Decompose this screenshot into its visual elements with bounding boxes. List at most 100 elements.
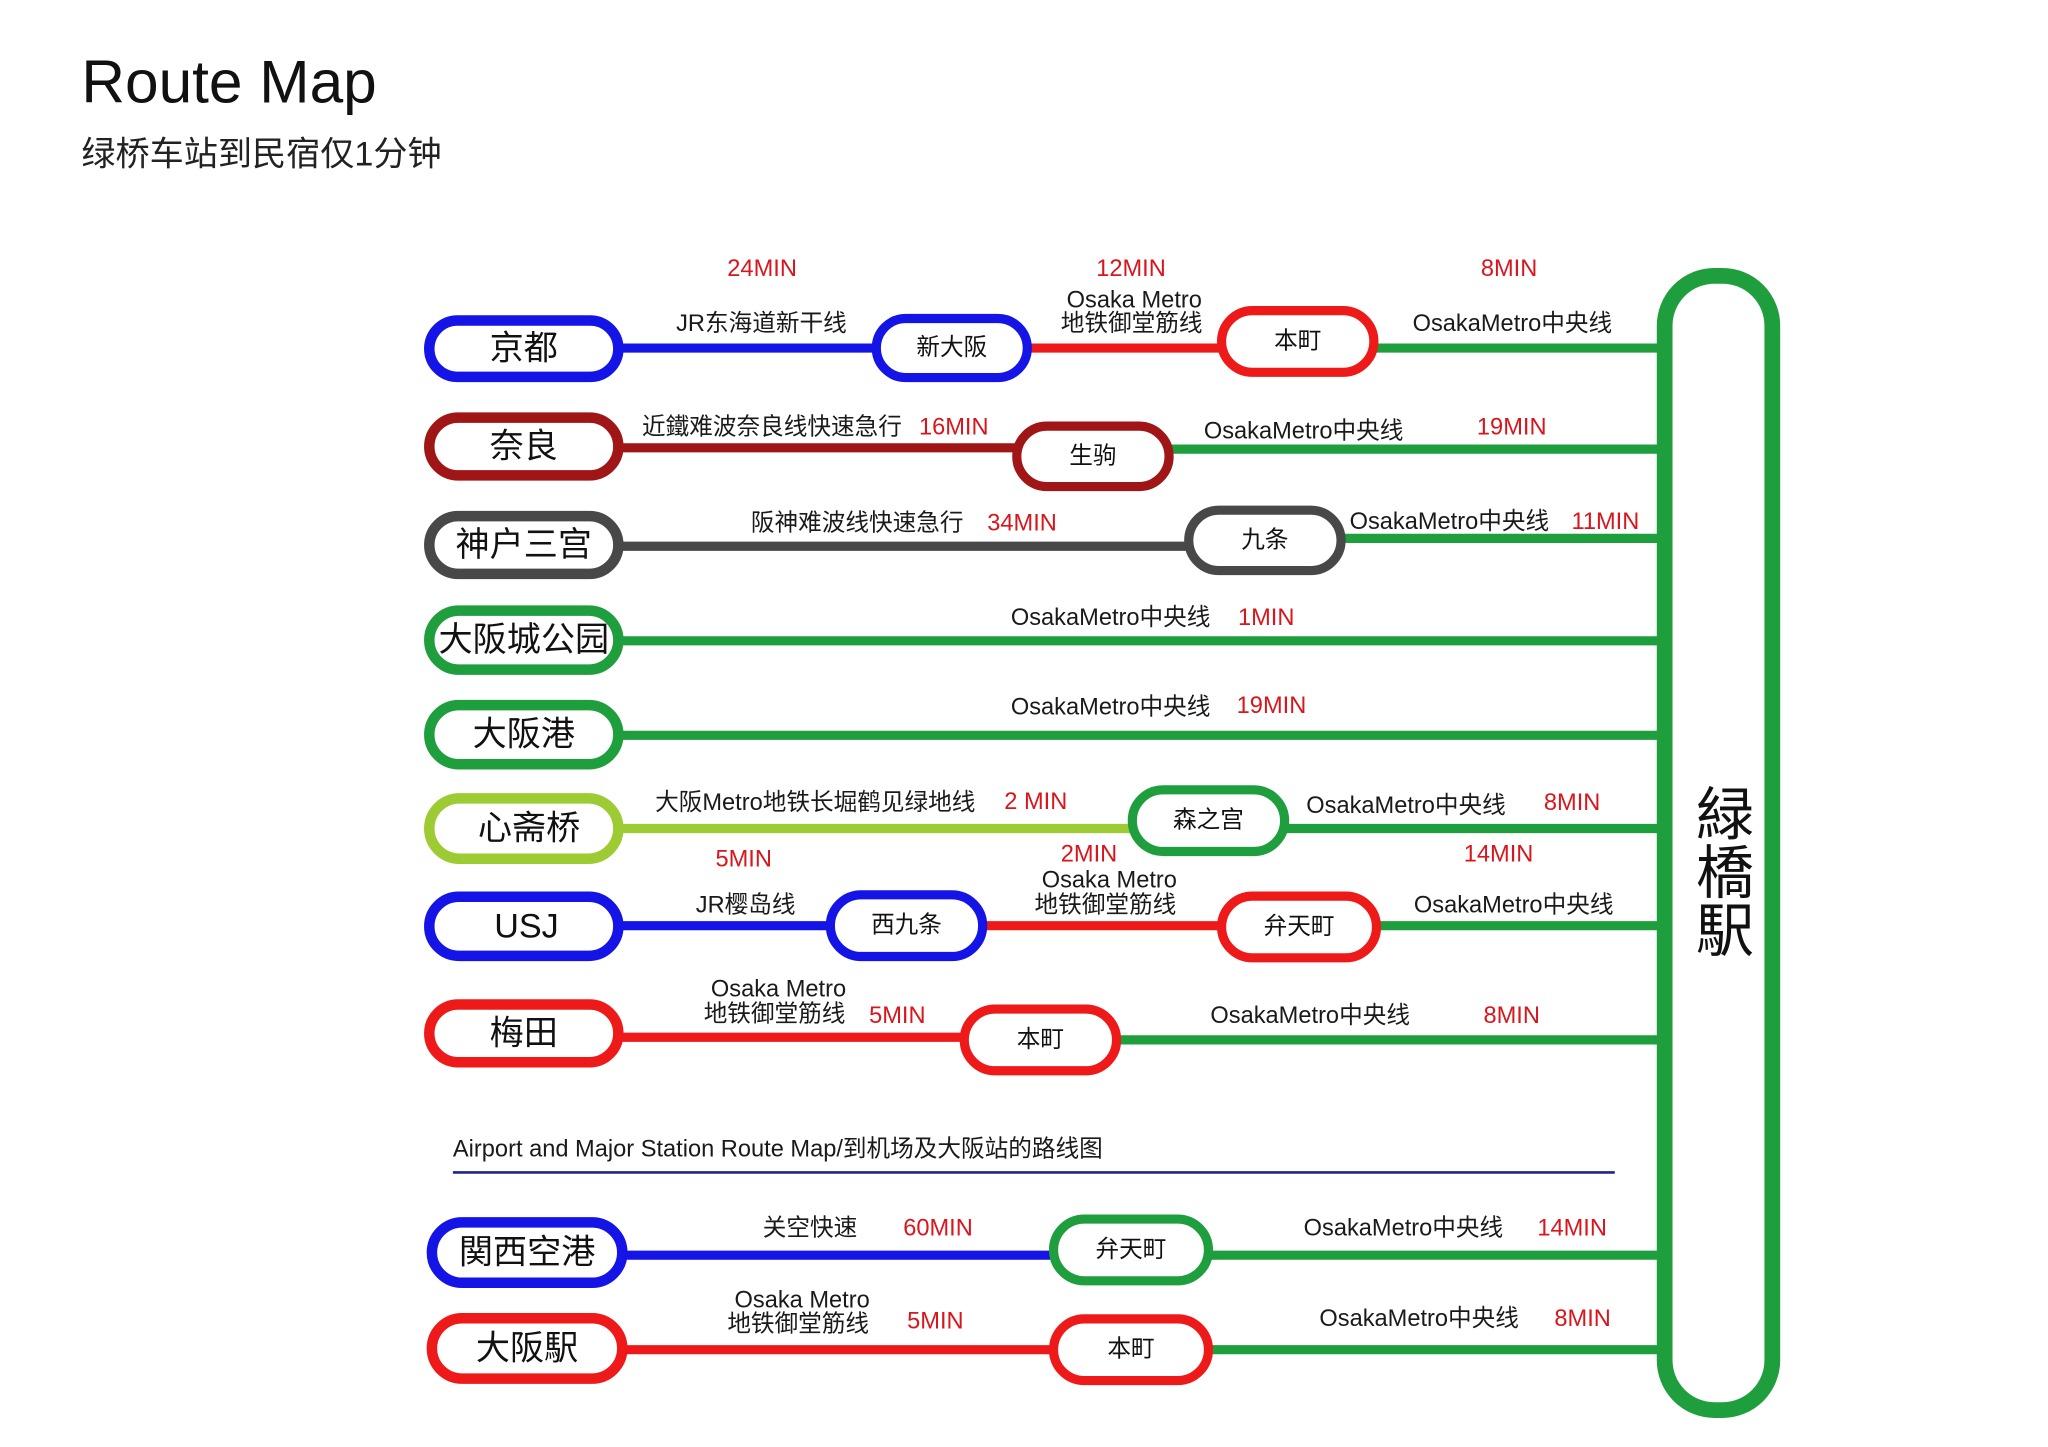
travel-time-label: 1MIN bbox=[1238, 605, 1294, 631]
origin-station-pill bbox=[426, 1217, 628, 1289]
travel-time-label: 34MIN bbox=[987, 511, 1057, 537]
route-kyoto: 京都 新大阪 本町 24MIN JR东海道新干线 12MIN Osaka Met… bbox=[424, 256, 1665, 383]
travel-time-label: 8MIN bbox=[1554, 1306, 1610, 1332]
origin-station-name: 大阪城公园 bbox=[438, 621, 609, 659]
route-kobe-sannomiya: 神户三宫 九条 阪神难波线快速急行 34MIN OsakaMetro中央线 11… bbox=[424, 505, 1665, 580]
line-name-label: 地铁御堂筋线 bbox=[704, 1001, 846, 1028]
line-name-label: OsakaMetro中央线 bbox=[1011, 693, 1211, 720]
transfer-station-name: 本町 bbox=[1017, 1026, 1064, 1053]
travel-time-label: 2MIN bbox=[1061, 841, 1117, 867]
travel-time-label: 5MIN bbox=[715, 847, 771, 873]
travel-time-label: 11MIN bbox=[1571, 509, 1639, 535]
origin-station-pill bbox=[424, 793, 624, 864]
line-name-label: 地铁御堂筋线 bbox=[1035, 892, 1177, 919]
transfer-station-name: 森之宫 bbox=[1173, 807, 1244, 834]
line-name-label: Osaka Metro bbox=[711, 977, 846, 1003]
line-name-label: 关空快速 bbox=[763, 1215, 858, 1242]
origin-station-name: USJ bbox=[494, 907, 558, 945]
origin-station-name: 梅田 bbox=[490, 1014, 558, 1052]
route-nara: 奈良 生驹 近鐵难波奈良线快速急行 16MIN OsakaMetro中央线 19… bbox=[424, 412, 1665, 492]
origin-station-name: 大阪港 bbox=[473, 716, 575, 754]
line-name-label: OsakaMetro中央线 bbox=[1413, 310, 1613, 337]
line-name-label: Osaka Metro bbox=[1067, 287, 1202, 313]
transfer-station-name: 西九条 bbox=[871, 912, 942, 939]
travel-time-label: 60MIN bbox=[903, 1216, 973, 1242]
route-shinsaibashi: 心斋桥 森之宫 大阪Metro地铁长堀鹤见绿地线 2 MIN OsakaMetr… bbox=[424, 785, 1665, 864]
line-name-label: OsakaMetro中央线 bbox=[1414, 892, 1614, 919]
transfer-station-pill bbox=[1127, 785, 1290, 857]
line-name-label: OsakaMetro中央线 bbox=[1306, 792, 1506, 819]
travel-time-label: 19MIN bbox=[1237, 693, 1307, 719]
airport-section-title: Airport and Major Station Route Map/到机场及… bbox=[453, 1136, 1103, 1163]
transfer-station-pill bbox=[825, 890, 988, 962]
line-name-label: Osaka Metro bbox=[735, 1288, 870, 1314]
origin-station-name: 京都 bbox=[490, 330, 558, 368]
origin-station-pill bbox=[424, 412, 624, 481]
transfer-station-pill bbox=[1216, 891, 1382, 963]
destination-station-name: 緑橋駅 bbox=[1687, 784, 1752, 958]
line-name-label: 阪神难波线快速急行 bbox=[751, 510, 964, 537]
line-name-label: 地铁御堂筋线 bbox=[1061, 310, 1203, 337]
page-title: Route Map bbox=[81, 48, 376, 116]
travel-time-label: 19MIN bbox=[1477, 415, 1547, 441]
route-osaka-port: 大阪港 OsakaMetro中央线 19MIN bbox=[424, 693, 1665, 770]
line-name-label: OsakaMetro中央线 bbox=[1011, 604, 1211, 631]
transfer-station-pill bbox=[1048, 1314, 1214, 1386]
origin-station-pill bbox=[424, 605, 624, 675]
transfer-station-name: 弁天町 bbox=[1264, 913, 1335, 940]
origin-station-pill bbox=[424, 510, 624, 580]
route-osaka-station: 大阪駅 本町 Osaka Metro 地铁御堂筋线 5MIN OsakaMetr… bbox=[426, 1288, 1665, 1386]
transfer-station-name: 生驹 bbox=[1069, 442, 1116, 469]
transfer-station-name: 本町 bbox=[1274, 327, 1321, 354]
origin-station-name: 心斋桥 bbox=[478, 810, 580, 848]
origin-station-pill bbox=[424, 315, 624, 383]
line-name-label: 大阪Metro地铁长堀鹤见绿地线 bbox=[655, 789, 975, 816]
line-name-label: 地铁御堂筋线 bbox=[727, 1310, 869, 1337]
route-umeda: 梅田 本町 Osaka Metro 地铁御堂筋线 5MIN OsakaMetro… bbox=[424, 977, 1665, 1076]
transfer-station-pill bbox=[1048, 1214, 1214, 1286]
line-name-label: JR东海道新干线 bbox=[676, 310, 847, 337]
travel-time-label: 16MIN bbox=[919, 415, 989, 441]
line-name-label: OsakaMetro中央线 bbox=[1204, 418, 1404, 445]
transfer-station-pill bbox=[1012, 421, 1174, 492]
travel-time-label: 2 MIN bbox=[1004, 789, 1067, 815]
travel-time-label: 24MIN bbox=[727, 256, 797, 282]
transfer-station-name: 弁天町 bbox=[1096, 1236, 1167, 1263]
origin-station-name: 奈良 bbox=[490, 427, 558, 465]
travel-time-label: 5MIN bbox=[907, 1309, 963, 1335]
travel-time-label: 14MIN bbox=[1537, 1216, 1607, 1242]
origin-station-pill bbox=[426, 1312, 628, 1384]
line-name-label: OsakaMetro中央线 bbox=[1210, 1002, 1410, 1029]
transfer-station-pill bbox=[959, 1004, 1122, 1076]
transfer-station-pill bbox=[1216, 306, 1379, 377]
line-name-label: OsakaMetro中央线 bbox=[1350, 508, 1550, 535]
origin-station-name: 神户三宫 bbox=[456, 526, 593, 564]
origin-station-pill bbox=[424, 999, 624, 1068]
transfer-station-name: 九条 bbox=[1241, 526, 1288, 553]
origin-station-name: 大阪駅 bbox=[476, 1329, 578, 1367]
travel-time-label: 12MIN bbox=[1096, 256, 1166, 282]
line-name-label: 近鐵难波奈良线快速急行 bbox=[642, 414, 902, 441]
travel-time-label: 8MIN bbox=[1544, 790, 1600, 816]
origin-station-pill bbox=[424, 891, 624, 962]
origin-station-pill bbox=[424, 699, 624, 770]
origin-station-name: 関西空港 bbox=[459, 1234, 596, 1272]
travel-time-label: 14MIN bbox=[1464, 841, 1534, 867]
line-name-label: OsakaMetro中央线 bbox=[1304, 1215, 1504, 1242]
destination-station-box bbox=[1656, 267, 1781, 1418]
transfer-station-name: 新大阪 bbox=[916, 334, 987, 361]
transfer-station-pill bbox=[871, 313, 1032, 383]
travel-time-label: 5MIN bbox=[869, 1003, 925, 1029]
transfer-station-name: 本町 bbox=[1107, 1336, 1154, 1363]
line-name-label: OsakaMetro中央线 bbox=[1319, 1305, 1519, 1332]
travel-time-label: 8MIN bbox=[1483, 1003, 1539, 1029]
route-kansai-airport: 関西空港 弁天町 关空快速 60MIN OsakaMetro中央线 14MIN bbox=[426, 1214, 1665, 1289]
travel-time-label: 8MIN bbox=[1481, 256, 1537, 282]
transfer-station-pill bbox=[1184, 505, 1346, 576]
page-subtitle: 绿桥车站到民宿仅1分钟 bbox=[81, 136, 441, 174]
route-usj: USJ 西九条 弁天町 5MIN JR樱岛线 2MIN Osaka Metro … bbox=[424, 841, 1665, 963]
line-name-label: Osaka Metro bbox=[1042, 868, 1177, 894]
line-name-label: JR樱岛线 bbox=[696, 892, 796, 919]
route-osaka-castle-park: 大阪城公园 OsakaMetro中央线 1MIN bbox=[424, 604, 1665, 675]
